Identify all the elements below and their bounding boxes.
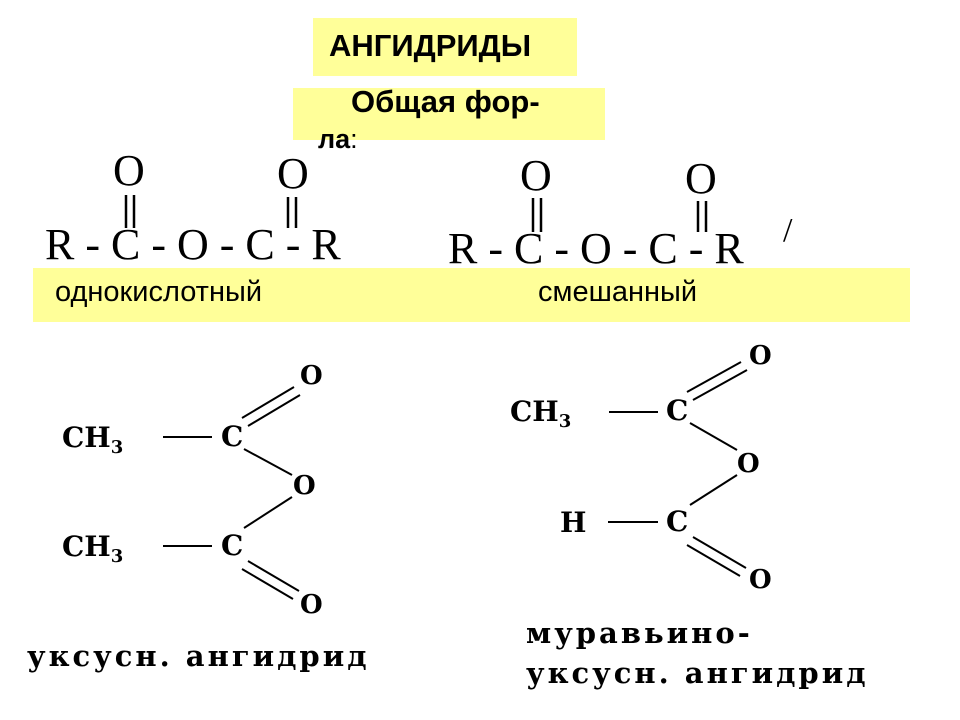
general-formula-label-line1: Общая фор-	[351, 84, 540, 119]
mixed-formula-prime: /	[783, 212, 793, 249]
acetic-anhydride-structure: CH3 C O O CH3 C O	[62, 361, 323, 620]
type-mixed-label: смешанный	[538, 276, 698, 308]
formic-acetic-bond-o-bridge-c	[689, 474, 738, 506]
acetic-double-bond-top-a	[241, 386, 295, 419]
formic-acetic-caption-line2: уксусн. ангидрид	[526, 656, 869, 690]
formic-acetic-caption-line1: муравьино-	[526, 616, 753, 650]
acetic-double-bond-bottom-a	[247, 560, 300, 592]
mixed-formula-oxygen-1: O	[520, 151, 552, 200]
acetic-o-top: O	[300, 361, 323, 391]
general-formula-box	[293, 88, 605, 140]
formic-acetic-c-top: C	[666, 394, 688, 427]
formic-acetic-o-top: O	[749, 341, 772, 371]
acetic-anhydride-caption: уксусн. ангидрид	[27, 639, 370, 673]
title-box: АНГИДРИДЫ	[313, 18, 577, 76]
formic-acetic-double-bond-top-b	[692, 369, 748, 401]
acetic-ch3-bottom: CH3	[62, 530, 123, 567]
title: АНГИДРИДЫ	[329, 28, 532, 63]
formic-acetic-o-bottom: O	[749, 565, 772, 595]
general-formula-label-word: ла	[318, 124, 351, 154]
acetic-ch3-top: CH3	[62, 421, 123, 458]
acetic-double-bond-bottom-b	[241, 568, 294, 600]
formic-acetic-c-bottom: C	[666, 505, 688, 538]
formic-acetic-double-bond-bottom-a	[692, 536, 747, 569]
formic-acetic-ch3: CH3	[510, 395, 571, 432]
simple-formula-chain: R - C - O - C - R	[45, 220, 341, 269]
simple-formula-oxygen-2: O	[277, 149, 309, 198]
mixed-formula-oxygen-2: O	[685, 154, 717, 203]
type-simple-label: однокислотный	[55, 276, 263, 308]
acetic-double-bond-top-b	[247, 394, 301, 427]
simple-formula-oxygen-1: O	[113, 146, 145, 195]
formic-acetic-o-bridge: O	[737, 449, 760, 479]
acetic-o-bottom: O	[300, 590, 323, 620]
acetic-bond-o-bridge-c-bottom	[243, 496, 293, 529]
general-formula-double-bonds	[124, 195, 708, 232]
anhydride-types-box	[33, 268, 910, 322]
formic-acetic-double-bond-top-a	[686, 361, 742, 393]
formic-acetic-double-bond-bottom-b	[686, 544, 741, 577]
acetic-c-top: C	[221, 420, 243, 453]
general-formula-label-line2: ла:	[318, 124, 358, 155]
acetic-bond-c-o-bridge-top	[243, 448, 293, 476]
mixed-formula-chain: R - C - O - C - R	[448, 224, 744, 273]
formic-acetic-anhydride-structure: CH3 C O O H C O	[510, 341, 772, 595]
formic-acetic-h: H	[560, 506, 586, 539]
acetic-c-bottom: C	[221, 529, 243, 562]
acetic-o-bridge: O	[293, 471, 316, 501]
formic-acetic-bond-c-o-bridge	[689, 422, 738, 451]
general-formula-colon: :	[350, 124, 358, 154]
